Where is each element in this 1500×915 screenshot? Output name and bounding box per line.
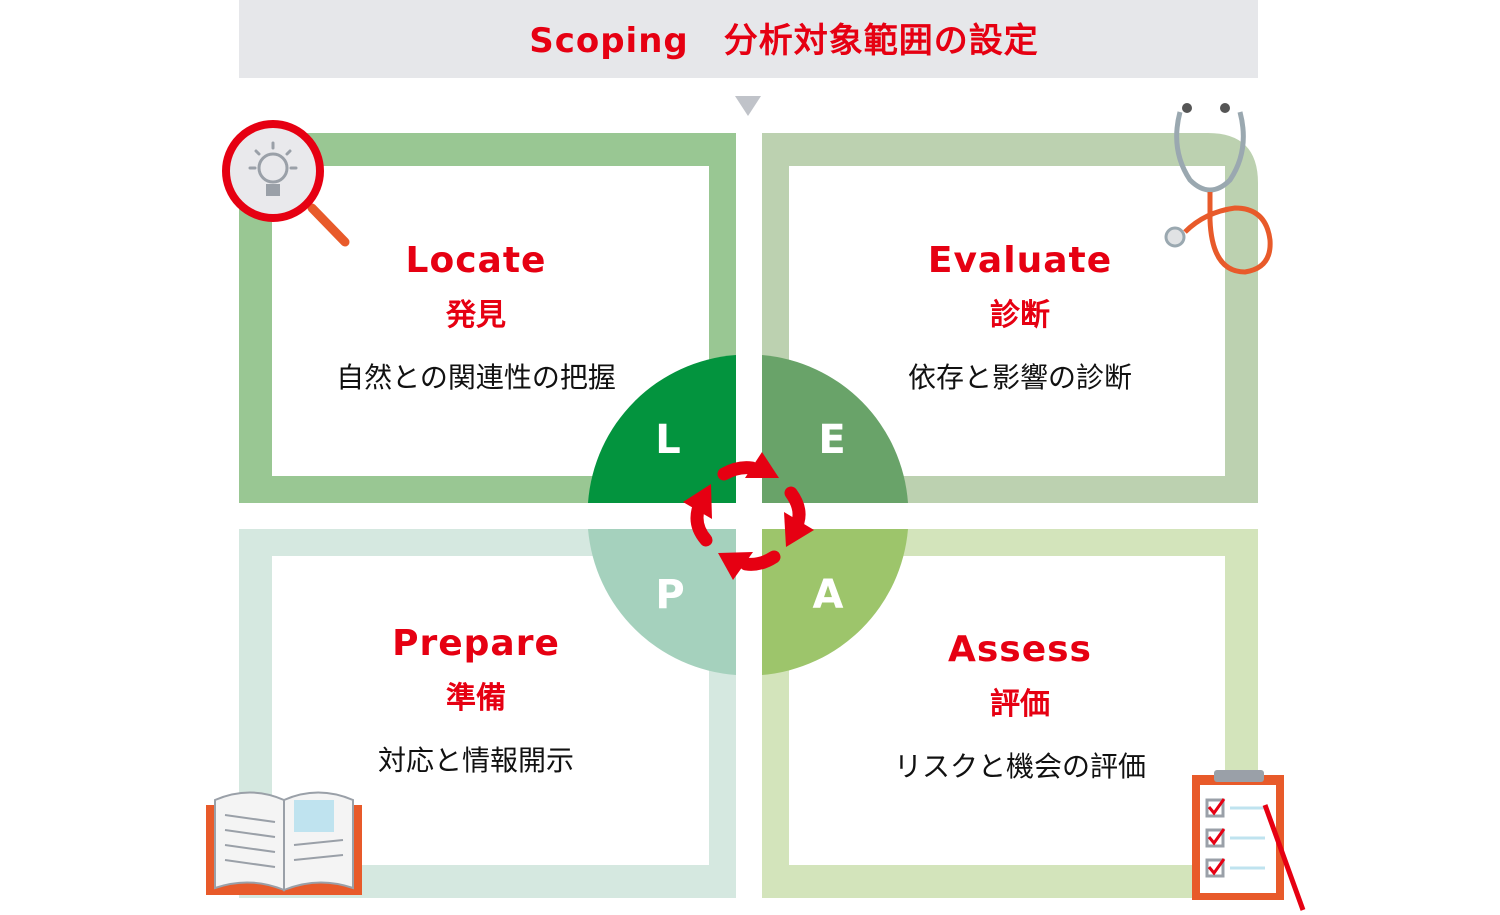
- assess-jp: 評価: [990, 687, 1050, 722]
- locate-title: Locate: [406, 240, 547, 281]
- stethoscope-icon: [1164, 103, 1273, 275]
- quadrant-a: [762, 529, 908, 675]
- locate-jp: 発見: [445, 298, 506, 333]
- prepare-title: Prepare: [392, 623, 560, 664]
- letter-a: A: [813, 572, 844, 618]
- quadrant-p: [588, 529, 736, 675]
- header-bar: [239, 0, 1258, 78]
- down-arrow-icon: [735, 96, 761, 116]
- prepare-desc: 対応と情報開示: [378, 744, 574, 777]
- letter-p: P: [655, 572, 684, 618]
- locate-desc: 自然との関連性の把握: [336, 361, 616, 394]
- prepare-jp: 準備: [446, 681, 506, 716]
- arrow-heads: [683, 452, 814, 580]
- evaluate-title: Evaluate: [928, 240, 1112, 281]
- evaluate-desc: 依存と影響の診断: [908, 361, 1132, 394]
- open-book-icon: [206, 791, 362, 895]
- evaluate-jp: 診断: [990, 298, 1050, 333]
- quadrant-e: [762, 355, 908, 503]
- assess-desc: リスクと機会の評価: [894, 750, 1146, 783]
- clipboard-checklist-icon: [1192, 770, 1306, 911]
- letter-e: E: [818, 417, 845, 463]
- cycle-arrows-icon: [690, 461, 806, 571]
- header-title: Scoping 分析対象範囲の設定: [529, 21, 1039, 61]
- assess-title: Assess: [948, 629, 1092, 670]
- letter-l: L: [655, 417, 681, 463]
- magnifier-lightbulb-icon: [222, 120, 350, 247]
- quadrant-l: [588, 355, 736, 503]
